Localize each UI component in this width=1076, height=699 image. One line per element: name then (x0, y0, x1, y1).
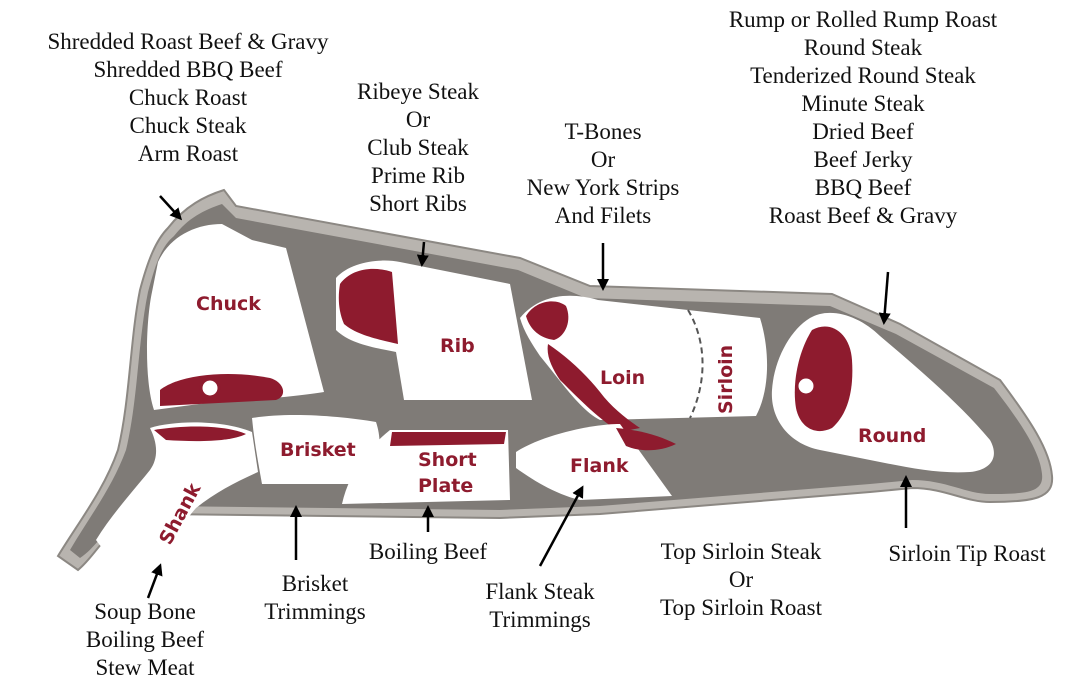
label-line: T-Bones (508, 118, 698, 146)
cut-name-loin: Loin (600, 367, 645, 389)
short-plate-marbling (390, 432, 506, 446)
label-round: Rump or Rolled Rump Roast Round Steak Te… (688, 6, 1038, 230)
cut-name-brisket: Brisket (280, 439, 356, 461)
label-line: Boiling Beef (348, 538, 508, 566)
label-line: Rump or Rolled Rump Roast (688, 6, 1038, 34)
label-sirloin-tip: Sirloin Tip Roast (862, 540, 1072, 568)
label-line: Or (336, 106, 500, 134)
chuck-bone (201, 379, 219, 397)
cut-name-chuck: Chuck (196, 293, 261, 315)
label-line: Short Ribs (336, 190, 500, 218)
label-line: Brisket (240, 570, 390, 598)
label-line: Or (628, 566, 854, 594)
label-line: Shredded BBQ Beef (8, 56, 368, 84)
cut-name-sirloin: Sirloin (715, 345, 737, 414)
label-chuck: Shredded Roast Beef & Gravy Shredded BBQ… (8, 28, 368, 168)
label-line: Chuck Steak (8, 112, 368, 140)
label-line: Flank Steak (458, 578, 622, 606)
label-sirloin: Top Sirloin Steak Or Top Sirloin Roast (628, 538, 854, 622)
label-line: Shredded Roast Beef & Gravy (8, 28, 368, 56)
label-line: Stew Meat (60, 654, 230, 682)
arrow-round (884, 272, 888, 322)
arrow-chuck (160, 196, 180, 218)
label-line: Trimmings (240, 598, 390, 626)
label-line: Top Sirloin Steak (628, 538, 854, 566)
label-loin: T-Bones Or New York Strips And Filets (508, 118, 698, 230)
label-flank: Flank Steak Trimmings (458, 578, 622, 634)
cut-name-plate: Plate (418, 475, 473, 497)
label-line: Beef Jerky (688, 146, 1038, 174)
label-line: Minute Steak (688, 90, 1038, 118)
label-line: Or (508, 146, 698, 174)
cut-name-flank: Flank (570, 455, 629, 477)
label-line: Round Steak (688, 34, 1038, 62)
cut-name-round: Round (858, 425, 926, 447)
round-bone (797, 377, 815, 395)
label-line: Club Steak (336, 134, 500, 162)
label-shank: Soup Bone Boiling Beef Stew Meat (60, 598, 230, 682)
label-brisket: Brisket Trimmings (240, 570, 390, 626)
label-line: Ribeye Steak (336, 78, 500, 106)
cut-name-rib: Rib (440, 335, 475, 357)
label-line: Dried Beef (688, 118, 1038, 146)
label-rib: Ribeye Steak Or Club Steak Prime Rib Sho… (336, 78, 500, 218)
label-line: Tenderized Round Steak (688, 62, 1038, 90)
label-line: Roast Beef & Gravy (688, 202, 1038, 230)
label-line: Prime Rib (336, 162, 500, 190)
label-line: BBQ Beef (688, 174, 1038, 202)
label-line: New York Strips (508, 174, 698, 202)
label-line: Sirloin Tip Roast (862, 540, 1072, 568)
label-line: Boiling Beef (60, 626, 230, 654)
label-line: Soup Bone (60, 598, 230, 626)
cut-name-short: Short (418, 449, 477, 471)
label-short-plate: Boiling Beef (348, 538, 508, 566)
label-line: Top Sirloin Roast (628, 594, 854, 622)
label-line: And Filets (508, 202, 698, 230)
label-line: Arm Roast (8, 140, 368, 168)
label-line: Chuck Roast (8, 84, 368, 112)
label-line: Trimmings (458, 606, 622, 634)
